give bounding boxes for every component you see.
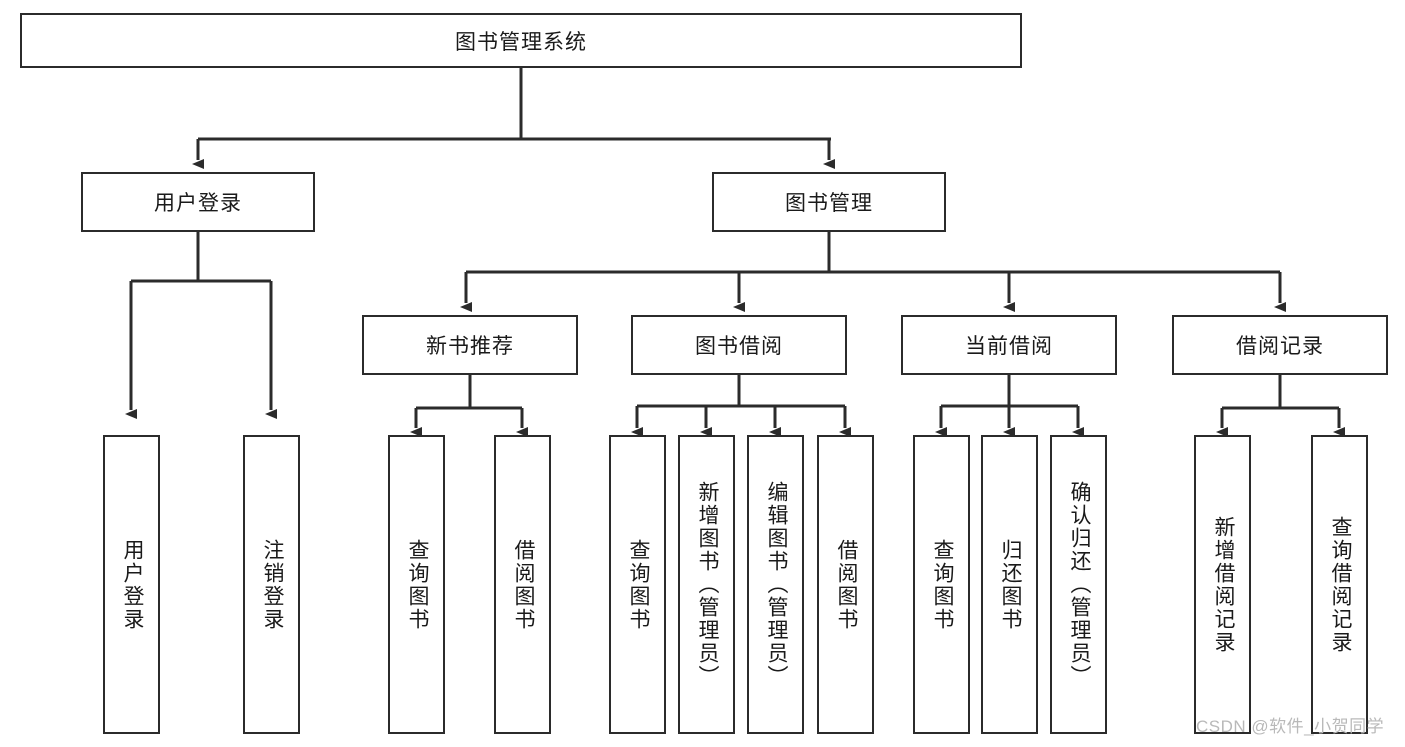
leaf-query-books-recommendation[interactable]: 查询图书 (388, 435, 445, 734)
node-label: 借阅记录 (1236, 335, 1324, 358)
node-label: 查询借阅记录 (1328, 515, 1352, 654)
leaf-user-login[interactable]: 用户登录 (103, 435, 160, 734)
leaf-borrow-books-recommendation[interactable]: 借阅图书 (494, 435, 551, 734)
node-label: 新增借阅记录 (1211, 515, 1235, 654)
leaf-add-borrowing-record[interactable]: 新增借阅记录 (1194, 435, 1251, 734)
watermark: CSDN @软件_小贺同学 (1196, 717, 1385, 736)
node-label: 新增图书（管理员） (695, 481, 719, 688)
leaf-query-books-current[interactable]: 查询图书 (913, 435, 970, 734)
node-label: 新书推荐 (426, 335, 514, 358)
node-label: 图书借阅 (695, 335, 783, 358)
node-book-management[interactable]: 图书管理 (712, 172, 946, 232)
leaf-logout[interactable]: 注销登录 (243, 435, 300, 734)
node-label: 用户登录 (154, 192, 242, 215)
leaf-return-books[interactable]: 归还图书 (981, 435, 1038, 734)
node-label: 查询图书 (626, 538, 650, 631)
node-label: 当前借阅 (965, 335, 1053, 358)
leaf-edit-book-admin[interactable]: 编辑图书（管理员） (747, 435, 804, 734)
node-label: 图书管理系统 (455, 30, 587, 54)
node-current-borrowing[interactable]: 当前借阅 (901, 315, 1117, 375)
node-label: 图书管理 (785, 192, 873, 215)
node-label: 编辑图书（管理员） (764, 481, 788, 688)
node-root-book-management-system[interactable]: 图书管理系统 (20, 13, 1022, 68)
leaf-add-book-admin[interactable]: 新增图书（管理员） (678, 435, 735, 734)
leaf-query-borrowing-record[interactable]: 查询借阅记录 (1311, 435, 1368, 734)
node-book-borrowing[interactable]: 图书借阅 (631, 315, 847, 375)
node-label: 借阅图书 (511, 538, 535, 631)
node-new-book-recommendation[interactable]: 新书推荐 (362, 315, 578, 375)
node-borrowing-records[interactable]: 借阅记录 (1172, 315, 1388, 375)
node-label: 用户登录 (120, 538, 144, 631)
node-label: 借阅图书 (834, 538, 858, 631)
node-user-login[interactable]: 用户登录 (81, 172, 315, 232)
node-label: 确认归还（管理员） (1067, 481, 1091, 688)
leaf-confirm-return-admin[interactable]: 确认归还（管理员） (1050, 435, 1107, 734)
node-label: 注销登录 (260, 538, 284, 631)
node-label: 查询图书 (930, 538, 954, 631)
node-label: 归还图书 (998, 538, 1022, 631)
node-label: 查询图书 (405, 538, 429, 631)
leaf-query-books-borrowing[interactable]: 查询图书 (609, 435, 666, 734)
leaf-borrow-books-borrowing[interactable]: 借阅图书 (817, 435, 874, 734)
